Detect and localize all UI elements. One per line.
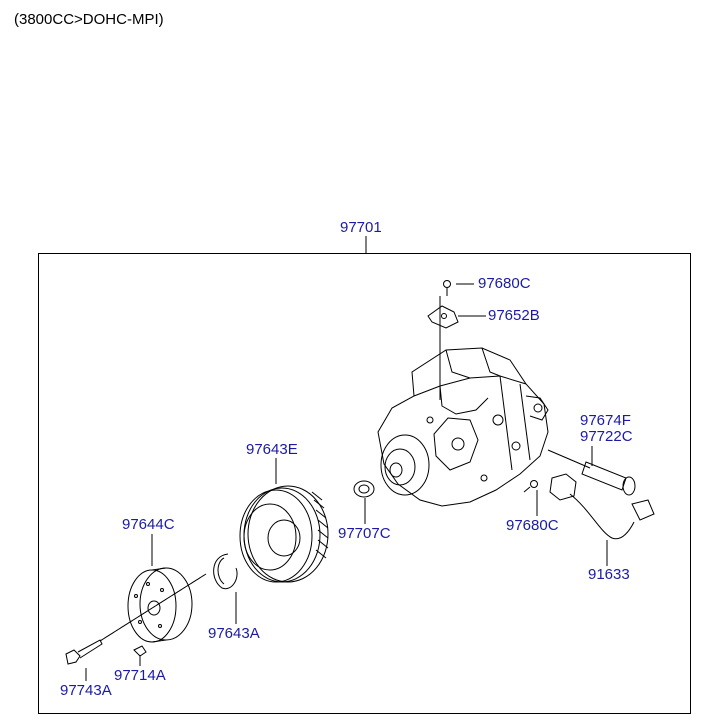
callout-disc-hub[interactable]: 97644C <box>122 516 175 533</box>
disc-hub-icon <box>127 567 193 643</box>
pressure-switch-icon <box>547 449 636 496</box>
compressor-icon <box>377 347 549 507</box>
bracket-icon <box>427 305 459 329</box>
engine-spec-label: (3800CC>DOHC-MPI) <box>14 11 164 28</box>
shim-icon <box>353 480 375 498</box>
callout-bolt-long[interactable]: 97743A <box>60 682 112 699</box>
callout-bracket[interactable]: 97652B <box>488 307 540 324</box>
callout-switch-a[interactable]: 97674F <box>580 412 631 429</box>
callout-switch-b[interactable]: 97722C <box>580 428 633 445</box>
leader-lines <box>85 236 608 681</box>
callout-shim[interactable]: 97707C <box>338 525 391 542</box>
bolt-long-icon <box>65 573 207 665</box>
wire-harness-icon <box>549 473 655 540</box>
callout-bolt-top[interactable]: 97680C <box>478 275 531 292</box>
bolt-side-icon <box>523 480 538 493</box>
snap-ring-icon <box>213 553 238 590</box>
callout-snap-ring[interactable]: 97643A <box>208 625 260 642</box>
assembly-frame <box>38 253 691 714</box>
bolt-short-icon <box>133 645 147 657</box>
callout-assembly[interactable]: 97701 <box>340 219 382 236</box>
pulley-icon <box>239 485 329 583</box>
bolt-top-icon <box>443 280 451 296</box>
callout-bolt-short[interactable]: 97714A <box>114 667 166 684</box>
callout-wire-harness[interactable]: 91633 <box>588 566 630 583</box>
callout-pulley[interactable]: 97643E <box>246 441 298 458</box>
callout-bolt-side[interactable]: 97680C <box>506 517 559 534</box>
